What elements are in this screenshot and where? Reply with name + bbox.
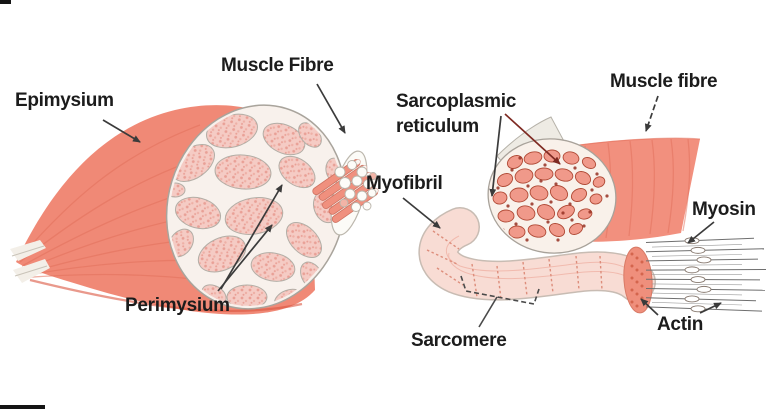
myosin-arrow <box>687 221 715 244</box>
protruding-fascicle <box>312 150 379 236</box>
sarcomere-label: Sarcomere <box>411 330 507 351</box>
sarcoplasmic-reticulum-label: Sarcoplasmic reticulum <box>396 91 516 137</box>
actin-arrow-left <box>640 298 659 316</box>
myofibril-label: Myofibril <box>366 173 443 194</box>
actin-label: Actin <box>657 314 704 335</box>
tendon-tip <box>10 240 50 283</box>
myofilament-bundle <box>645 237 767 313</box>
myofibril-arrow <box>402 197 441 229</box>
tube-longitudinal-lines <box>445 235 633 280</box>
actin-arrow-right <box>699 302 722 314</box>
sarcoplasmic-reticulum-arrow-2 <box>489 115 502 197</box>
epimysium-arrow <box>102 119 141 143</box>
fibre-cut-face <box>487 138 617 254</box>
sarcomere-bracket <box>460 275 540 328</box>
epimysium-label: Epimysium <box>15 90 114 111</box>
sarcoplasmic-reticulum-arrow-1 <box>504 113 561 165</box>
perimysium-arrow-upper <box>220 184 283 290</box>
left-muscle-illustration <box>10 104 379 315</box>
myofibril-tube <box>418 207 656 314</box>
fascicle-bundles <box>164 113 345 312</box>
muscle-belly-shadow <box>29 278 303 313</box>
cross-section <box>164 104 347 312</box>
callout-arrows <box>102 83 722 316</box>
fibre-cross-section-cluster <box>334 160 377 212</box>
perimysium-arrow-lower <box>217 224 273 292</box>
sarcomere-band-lines <box>426 230 603 300</box>
muscle-fibre-left-label: Muscle Fibre <box>221 55 334 76</box>
right-fibre-illustration <box>418 116 767 328</box>
muscle-fibre-left-arrow <box>316 83 346 134</box>
sarcoplasmic-reticulum-speckles <box>496 156 609 242</box>
perimysium-label: Perimysium <box>125 295 230 316</box>
myosin-label: Myosin <box>692 199 756 220</box>
myofibril-end-face <box>623 246 653 314</box>
muscle-fibre-right-label: Muscle fibre <box>610 71 718 92</box>
image-edge-artifacts <box>0 0 45 409</box>
muscle-fibre-right-arrow <box>644 95 659 132</box>
